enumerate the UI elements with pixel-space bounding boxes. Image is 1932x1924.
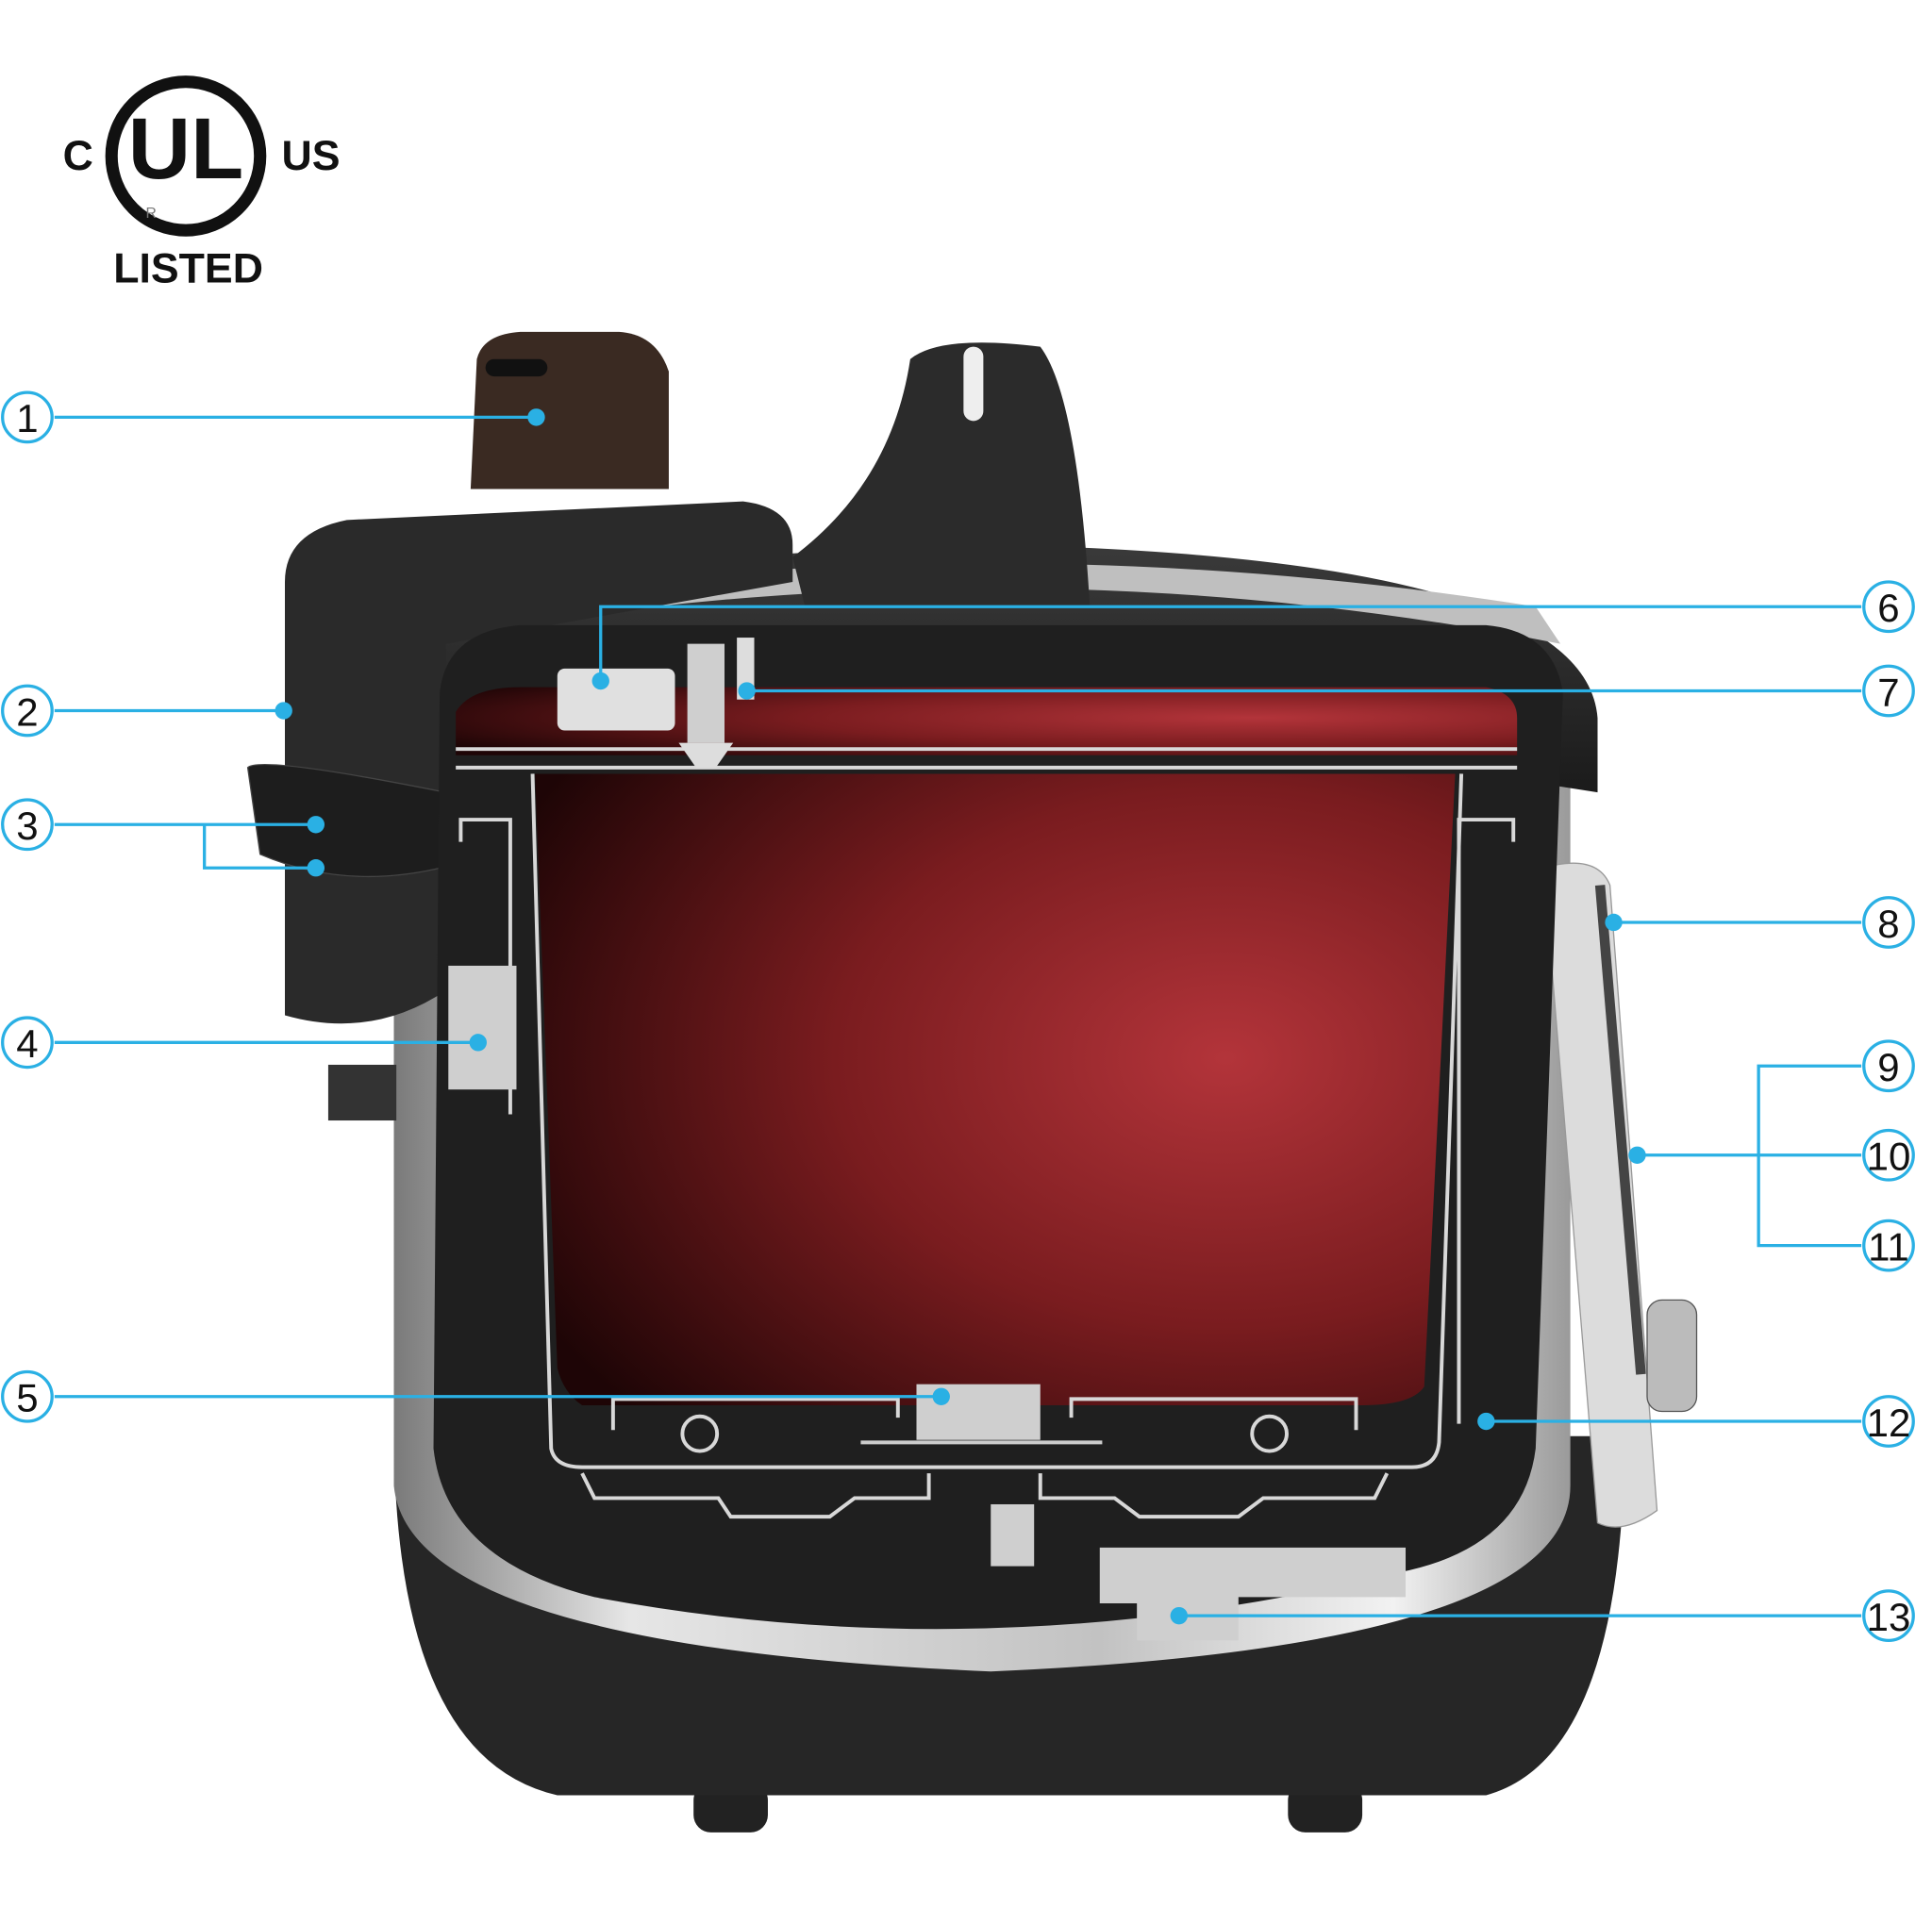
lid-handle xyxy=(792,342,1091,607)
callout-8[interactable]: 8 xyxy=(1605,896,1915,949)
element-terminal xyxy=(1250,1414,1289,1453)
side-latch xyxy=(327,1064,397,1121)
callout-number: 4 xyxy=(16,1021,38,1066)
callout-13[interactable]: 13 xyxy=(1170,1589,1915,1643)
callout-number: 9 xyxy=(1877,1045,1899,1089)
callout-12[interactable]: 12 xyxy=(1477,1395,1915,1448)
callout-number: 12 xyxy=(1867,1401,1911,1445)
handle-slot xyxy=(963,346,984,422)
callout-number: 11 xyxy=(1868,1224,1909,1269)
ul-right-text: US xyxy=(282,133,341,179)
ul-left-text: C xyxy=(63,133,93,179)
callout-5[interactable]: 5 xyxy=(1,1369,950,1423)
ul-listed-logo: UL C US LISTED R xyxy=(63,75,341,291)
steam-release-pin xyxy=(687,643,725,743)
ul-bottom-text: LISTED xyxy=(113,245,263,291)
registered-mark: R xyxy=(146,206,157,222)
callouts: 1 2 3 4 5 6 7 8 xyxy=(1,390,1915,1643)
side-housing xyxy=(284,501,793,1024)
callout-number: 1 xyxy=(16,396,38,440)
cooker-illustration xyxy=(246,331,1698,1833)
inner-pot-wall xyxy=(530,773,1464,1469)
valve-tip xyxy=(678,742,734,768)
callout-number: 3 xyxy=(16,804,38,848)
callout-number: 6 xyxy=(1877,586,1899,630)
callout-9-10-11[interactable]: 9 10 11 xyxy=(1628,1039,1915,1272)
ul-mark: UL xyxy=(128,101,243,197)
callout-number: 8 xyxy=(1877,902,1899,946)
dial-knob[interactable] xyxy=(1646,1299,1698,1413)
pressure-valve xyxy=(470,331,669,489)
callout-number: 13 xyxy=(1867,1595,1911,1639)
float-valve xyxy=(557,668,675,731)
heating-plate xyxy=(580,1472,1390,1519)
callout-7[interactable]: 7 xyxy=(738,664,1915,718)
inner-pot-contents xyxy=(535,773,1456,1405)
thermal-fuse xyxy=(991,1503,1035,1567)
control-panel xyxy=(1544,862,1658,1528)
valve-window xyxy=(485,358,548,377)
lid-gasket xyxy=(456,747,1518,770)
callout-number: 10 xyxy=(1867,1135,1911,1179)
display-strip xyxy=(1594,885,1646,1375)
callout-number: 5 xyxy=(16,1376,38,1420)
element-terminal xyxy=(680,1414,720,1453)
heating-element xyxy=(610,1397,1358,1431)
callout-number: 7 xyxy=(1877,670,1899,714)
callout-1[interactable]: 1 xyxy=(1,390,545,444)
callout-number: 2 xyxy=(16,689,38,734)
callout-4[interactable]: 4 xyxy=(1,1016,487,1070)
callout-2[interactable]: 2 xyxy=(1,684,292,738)
ul-ring xyxy=(105,75,267,237)
lid-switch xyxy=(448,965,517,1090)
callout-6[interactable]: 6 xyxy=(591,580,1915,690)
callout-3[interactable]: 3 xyxy=(1,798,325,877)
